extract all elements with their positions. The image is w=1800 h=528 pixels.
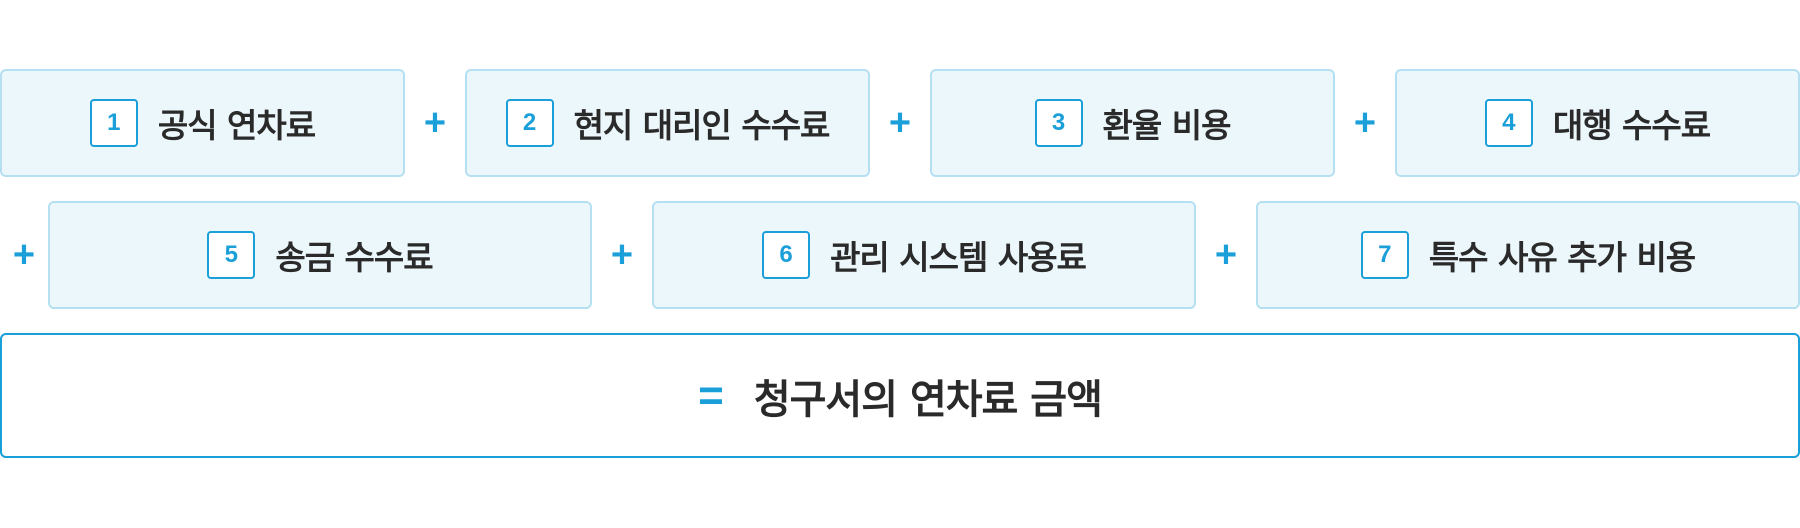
plus-operator: + <box>1353 101 1377 144</box>
cost-item-1: 1 공식 연차료 <box>0 69 405 177</box>
cost-item-5: 5 송금 수수료 <box>48 201 592 309</box>
plus-operator: + <box>888 101 912 144</box>
total-result-box: = 청구서의 연차료 금액 <box>0 333 1800 458</box>
item-number-badge: 7 <box>1360 231 1409 279</box>
item-label: 공식 연차료 <box>157 106 316 145</box>
item-label: 환율 비용 <box>1102 106 1232 145</box>
item-number-badge: 3 <box>1034 99 1083 147</box>
item-label: 관리 시스템 사용료 <box>830 238 1087 277</box>
cost-item-4: 4 대행 수수료 <box>1395 69 1800 177</box>
plus-operator: + <box>610 233 634 276</box>
item-number-badge: 5 <box>207 231 256 279</box>
item-number-badge: 2 <box>505 99 554 147</box>
cost-item-7: 7 특수 사유 추가 비용 <box>1256 201 1800 309</box>
result-label: 청구서의 연차료 금액 <box>753 376 1103 423</box>
plus-operator: + <box>1214 233 1238 276</box>
cost-item-2: 2 현지 대리인 수수료 <box>465 69 870 177</box>
equals-operator: = <box>698 370 724 420</box>
item-number-badge: 6 <box>762 231 811 279</box>
item-label: 송금 수수료 <box>275 238 433 277</box>
item-number-badge: 1 <box>89 99 138 147</box>
item-label: 현지 대리인 수수료 <box>573 106 831 145</box>
cost-item-3: 3 환율 비용 <box>930 69 1335 177</box>
plus-operator: + <box>423 101 447 144</box>
formula-row-2: + 5 송금 수수료 + 6 관리 시스템 사용료 + 7 특수 사유 추가 비… <box>0 201 1800 309</box>
cost-item-6: 6 관리 시스템 사용료 <box>652 201 1196 309</box>
formula-row-1: 1 공식 연차료 + 2 현지 대리인 수수료 + 3 환율 비용 + 4 대행… <box>0 69 1800 177</box>
plus-operator: + <box>12 233 36 276</box>
item-number-badge: 4 <box>1484 99 1533 147</box>
item-label: 대행 수수료 <box>1552 106 1711 145</box>
item-label: 특수 사유 추가 비용 <box>1428 238 1696 277</box>
